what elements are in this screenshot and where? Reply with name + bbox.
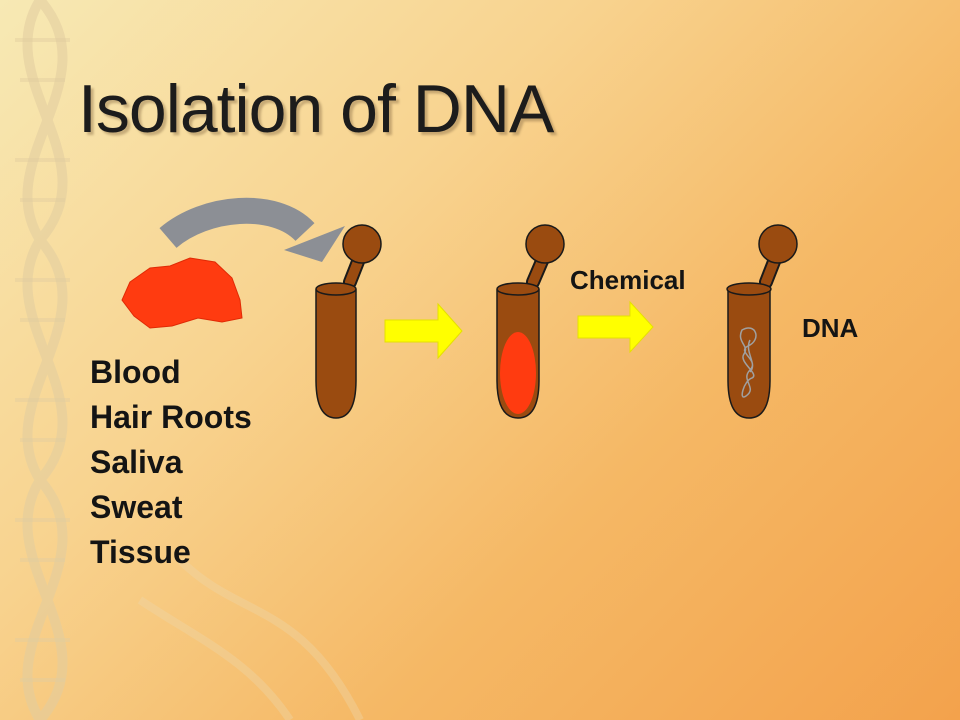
list-item: Blood [90,354,181,390]
slide-title: Isolation of DNA [78,71,554,147]
sample-source-list: Blood Hair Roots Saliva Sweat Tissue [90,350,252,575]
dna-strand-icon [739,327,757,398]
tissue-sample-icon [121,257,243,329]
process-arrow-icon [577,300,654,354]
list-item: Hair Roots [90,399,252,435]
test-tube-icon [496,224,565,419]
transfer-arrow-icon [159,197,345,262]
list-item: Saliva [90,444,183,480]
test-tube-icon [315,224,382,419]
test-tube-icon [726,224,798,419]
chemical-label: Chemical [570,265,686,295]
list-item: Tissue [90,534,191,570]
list-item: Sweat [90,489,183,525]
dna-label: DNA [802,313,859,343]
process-arrow-icon [384,302,463,360]
blood-sample-icon [500,332,536,414]
